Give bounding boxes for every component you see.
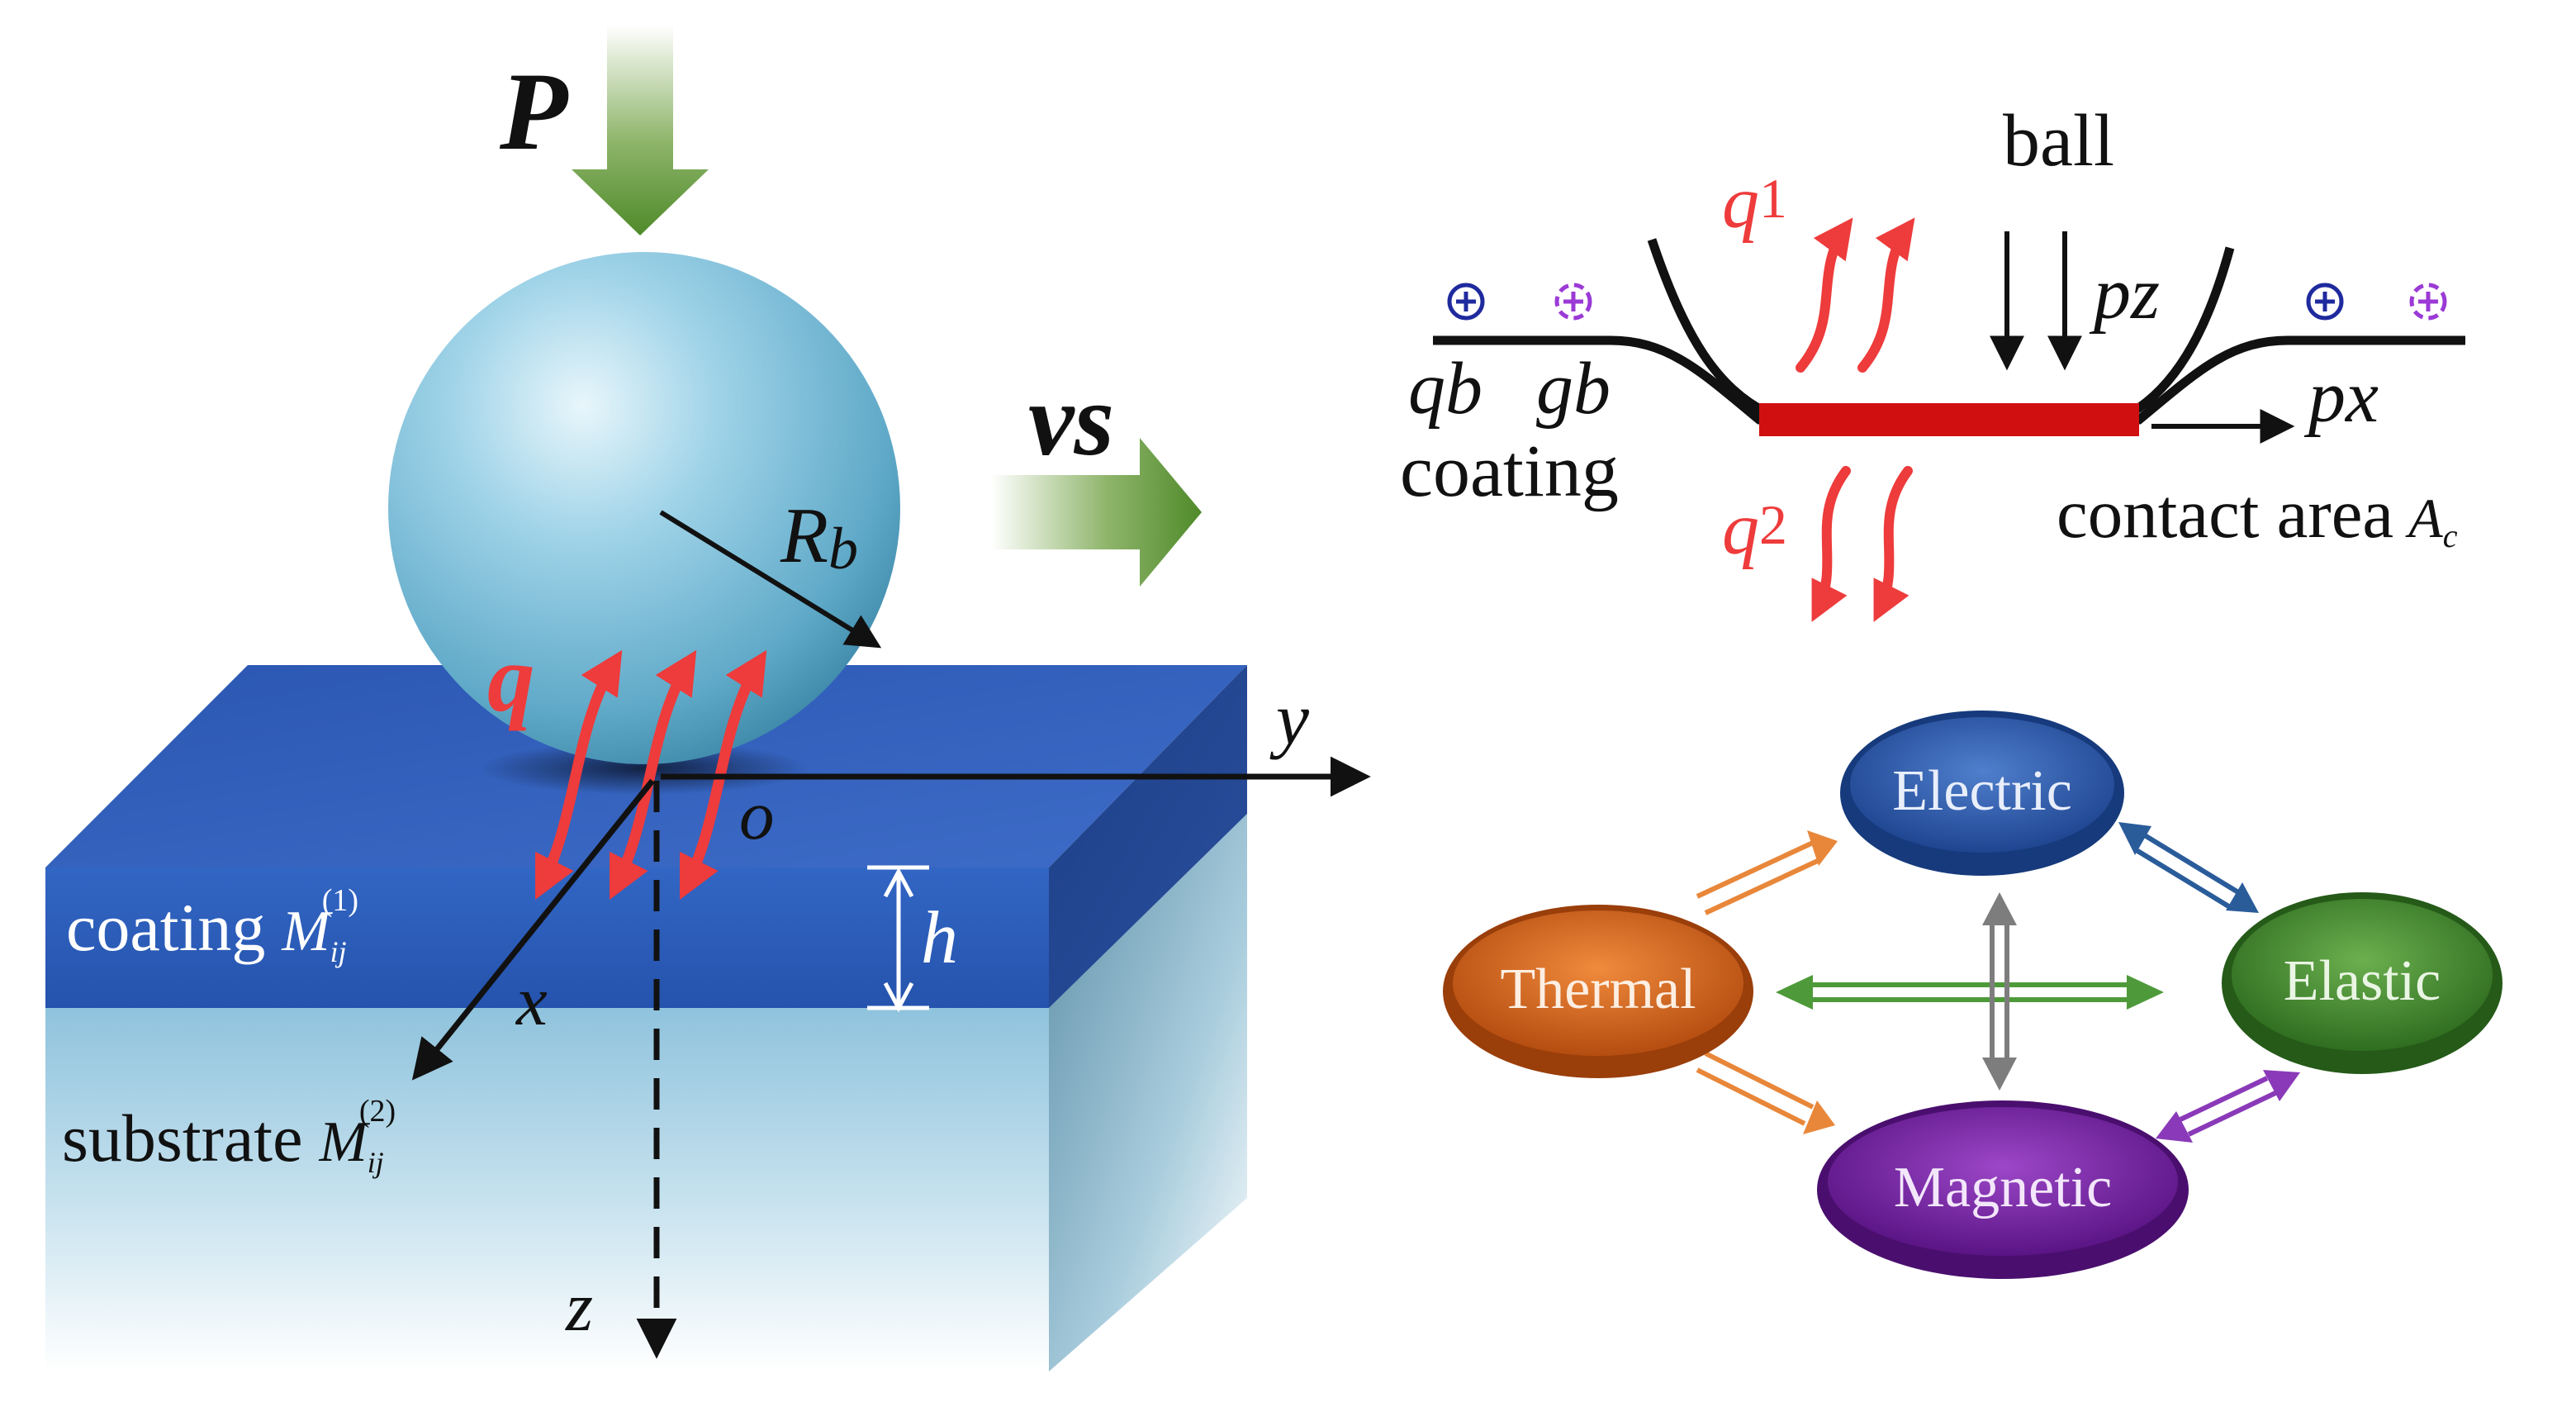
elastic-node: Elastic [2222,892,2502,1074]
x-axis-label: x [515,963,548,1040]
thickness-symbol: h [921,897,958,979]
velocity-symbol: vs [1028,364,1114,478]
q2-label: q2 [1722,488,1787,570]
electric-node: Electric [1840,711,2124,876]
heat-symbol: q [487,626,535,731]
load-arrow [572,25,709,235]
px-label: px [2303,356,2379,438]
thickness-marker [867,865,929,1013]
inset-coating-label: coating [1400,430,1619,512]
ball-profile-left [1647,238,1770,417]
magnetic-dipole-icon [2409,283,2447,321]
inset-ball-label: ball [2003,100,2114,182]
coating-front-face [45,867,1049,1008]
substrate-block [45,814,1247,1371]
thermal-elastic-arrow [1776,975,2164,1010]
q1-arrows [1796,217,1915,373]
z-axis-label: z [565,1268,593,1346]
magnetic-node: Magnetic [1817,1100,2189,1279]
heat-flux-arrows [535,649,767,900]
gb-label: gb [1536,348,1611,430]
magnetic-dipole-icon [1554,283,1592,321]
thermal-node: Thermal [1443,905,1753,1078]
origin-label: o [739,777,775,854]
q1-label: q1 [1722,162,1787,244]
coating-side-face [1049,665,1247,1008]
coupling-diagram: Electric Thermal Elastic Magnetic [1443,711,2502,1279]
x-axis [411,778,655,1081]
load-symbol: P [499,50,569,173]
positive-charge-icon [1447,283,1485,321]
electric-label: Electric [1892,759,2072,823]
q2-arrows [1811,466,1913,622]
positive-charge-icon [2306,283,2344,321]
ball [388,252,900,764]
electric-magnetic-arrow [1982,892,2017,1091]
radius-arrow [659,510,882,649]
velocity-arrow [991,438,1202,587]
contact-inset: ball q1 q2 pz px qb gb coating contact a… [1400,100,2465,622]
magnetic-elastic-arrow [2156,1070,2300,1143]
substrate-side-face [1049,814,1247,1371]
pz-label: pz [2089,253,2160,335]
contact-area-strip [1759,403,2139,436]
elastic-label: Elastic [2284,949,2441,1013]
radius-label: Rb [780,492,858,582]
magnetic-label: Magnetic [1894,1156,2112,1219]
substrate-front-face [45,1008,1049,1371]
thermal-electric-arrow [1696,830,1838,915]
electric-elastic-arrow [2118,822,2259,913]
qb-label: qb [1408,348,1483,430]
y-axis-label: y [1269,678,1309,760]
thermal-label: Thermal [1500,958,1696,1021]
ball-profile-right [2128,246,2235,417]
thermal-magnetic-arrow [1696,1051,1835,1134]
